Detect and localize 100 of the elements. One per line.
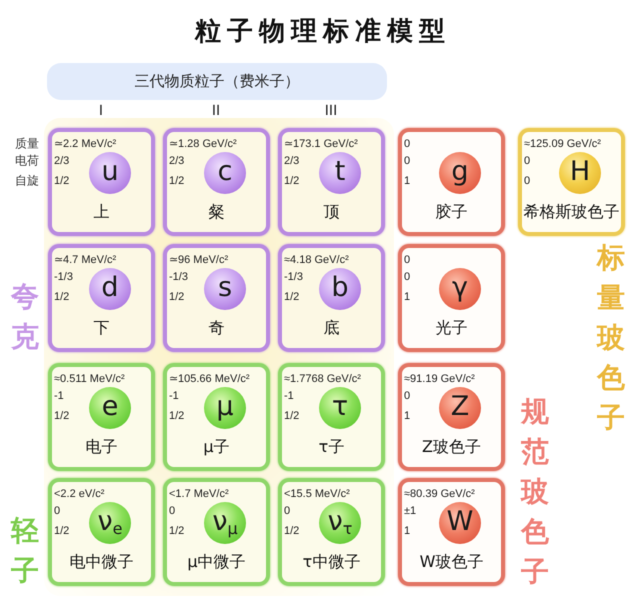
mass-value: ≃96 MeV/c² bbox=[169, 253, 228, 267]
property-label: 自旋 bbox=[15, 172, 39, 190]
spin-value: 1/2 bbox=[54, 409, 70, 423]
particle-card bbox=[518, 128, 625, 236]
particle-card bbox=[163, 244, 270, 352]
mass-value: ≃105.66 MeV/c² bbox=[169, 372, 250, 386]
spin-value: 1 bbox=[404, 174, 410, 188]
particle-name: 奇 bbox=[208, 318, 224, 338]
mass-value: ≈1.7768 GeV/c² bbox=[284, 372, 361, 386]
particle-card bbox=[48, 363, 155, 471]
particle-card bbox=[48, 244, 155, 352]
particle-circle: t bbox=[319, 152, 361, 194]
group-label: 轻子 bbox=[10, 513, 40, 589]
charge-value: 0 bbox=[404, 270, 410, 284]
particle-circle: τ bbox=[319, 387, 361, 429]
spin-value: 1 bbox=[404, 290, 410, 304]
group-label: 标量玻色子 bbox=[596, 240, 626, 436]
charge-value: -1/3 bbox=[284, 270, 303, 284]
particle-name: τ中微子 bbox=[302, 552, 360, 572]
particle-circle: H bbox=[559, 152, 601, 194]
particle-name: 电子 bbox=[86, 437, 118, 457]
particle-name: 光子 bbox=[436, 318, 468, 338]
spin-value: 1/2 bbox=[284, 524, 300, 538]
mass-value: 0 bbox=[404, 137, 410, 151]
charge-value: 0 bbox=[404, 154, 410, 168]
particle-card bbox=[278, 363, 385, 471]
particle-name: μ子 bbox=[203, 437, 230, 457]
particle-circle: b bbox=[319, 268, 361, 310]
mass-value: ≈0.511 MeV/c² bbox=[54, 372, 125, 386]
charge-value: -1 bbox=[169, 389, 179, 403]
charge-value: 0 bbox=[404, 389, 410, 403]
particle-name: 胶子 bbox=[436, 202, 468, 222]
property-label: 质量 bbox=[15, 136, 39, 152]
spin-value: 1/2 bbox=[169, 174, 184, 188]
spin-value: 1 bbox=[404, 524, 410, 538]
mass-value: ≈91.19 GeV/c² bbox=[404, 372, 475, 386]
charge-value: -1/3 bbox=[169, 270, 188, 284]
particle-name: Z玻色子 bbox=[422, 437, 481, 457]
property-label: 电荷 bbox=[15, 152, 39, 170]
charge-value: 2/3 bbox=[54, 154, 70, 168]
particle-name: 顶 bbox=[324, 202, 340, 222]
particle-name: τ子 bbox=[318, 437, 344, 457]
particle-card bbox=[48, 128, 155, 236]
spin-value: 1/2 bbox=[169, 409, 184, 423]
mass-value: ≃173.1 GeV/c² bbox=[284, 137, 358, 151]
mass-value: ≈80.39 GeV/c² bbox=[404, 487, 475, 501]
mass-value: 0 bbox=[404, 253, 410, 267]
particle-circle: Z bbox=[439, 387, 481, 429]
particle-card bbox=[398, 363, 505, 471]
particle-name: 底 bbox=[324, 318, 340, 338]
particle-card bbox=[163, 128, 270, 236]
particle-circle: μ bbox=[204, 387, 246, 429]
particle-circle: d bbox=[89, 268, 131, 310]
particle-circle: W bbox=[439, 502, 481, 544]
charge-value: ±1 bbox=[404, 504, 416, 518]
particle-name: 下 bbox=[94, 318, 110, 338]
particle-card bbox=[163, 363, 270, 471]
particle-circle: g bbox=[439, 152, 481, 194]
spin-value: 1/2 bbox=[54, 290, 70, 304]
spin-value: 1/2 bbox=[284, 290, 300, 304]
mass-value: <15.5 MeV/c² bbox=[284, 487, 350, 501]
particle-name: 上 bbox=[94, 202, 110, 222]
spin-value: 1/2 bbox=[169, 524, 184, 538]
particle-name: 电中微子 bbox=[70, 552, 134, 572]
charge-value: 0 bbox=[169, 504, 176, 518]
mass-value: <1.7 MeV/c² bbox=[169, 487, 229, 501]
generation-label: III bbox=[324, 103, 338, 119]
mass-value: ≈4.18 GeV/c² bbox=[284, 253, 349, 267]
mass-value: ≃4.7 MeV/c² bbox=[54, 253, 116, 267]
particle-circle: ν$_{e}$ bbox=[89, 502, 131, 544]
particle-circle: s bbox=[204, 268, 246, 310]
charge-value: -1 bbox=[54, 389, 64, 403]
mass-value: ≃2.2 MeV/c² bbox=[54, 137, 116, 151]
spin-value: 0 bbox=[524, 174, 530, 188]
particle-card bbox=[398, 244, 505, 352]
mass-value: ≃1.28 GeV/c² bbox=[169, 137, 237, 151]
spin-value: 1/2 bbox=[169, 290, 184, 304]
particle-circle: γ bbox=[439, 268, 481, 310]
charge-value: 2/3 bbox=[284, 154, 300, 168]
particle-card bbox=[278, 128, 385, 236]
particle-circle: u bbox=[89, 152, 131, 194]
particle-card bbox=[163, 478, 270, 586]
particle-name: 希格斯玻色子 bbox=[524, 202, 620, 222]
particle-card bbox=[48, 478, 155, 586]
generation-label: I bbox=[98, 103, 104, 119]
title: 粒子物理标准模型 bbox=[195, 16, 451, 48]
group-label: 夸克 bbox=[10, 279, 40, 355]
particle-card bbox=[278, 244, 385, 352]
particle-card bbox=[398, 478, 505, 586]
charge-value: -1/3 bbox=[54, 270, 73, 284]
spin-value: 1 bbox=[404, 409, 410, 423]
particle-name: W玻色子 bbox=[420, 552, 484, 572]
particle-card bbox=[398, 128, 505, 236]
particle-name: 粲 bbox=[208, 202, 224, 222]
spin-value: 1/2 bbox=[54, 524, 70, 538]
header-band: 三代物质粒子（费米子） bbox=[47, 63, 387, 100]
particle-circle: ν$_{τ}$ bbox=[319, 502, 361, 544]
group-label: 规范玻色子 bbox=[520, 394, 550, 590]
spin-value: 1/2 bbox=[284, 174, 300, 188]
particle-card bbox=[278, 478, 385, 586]
